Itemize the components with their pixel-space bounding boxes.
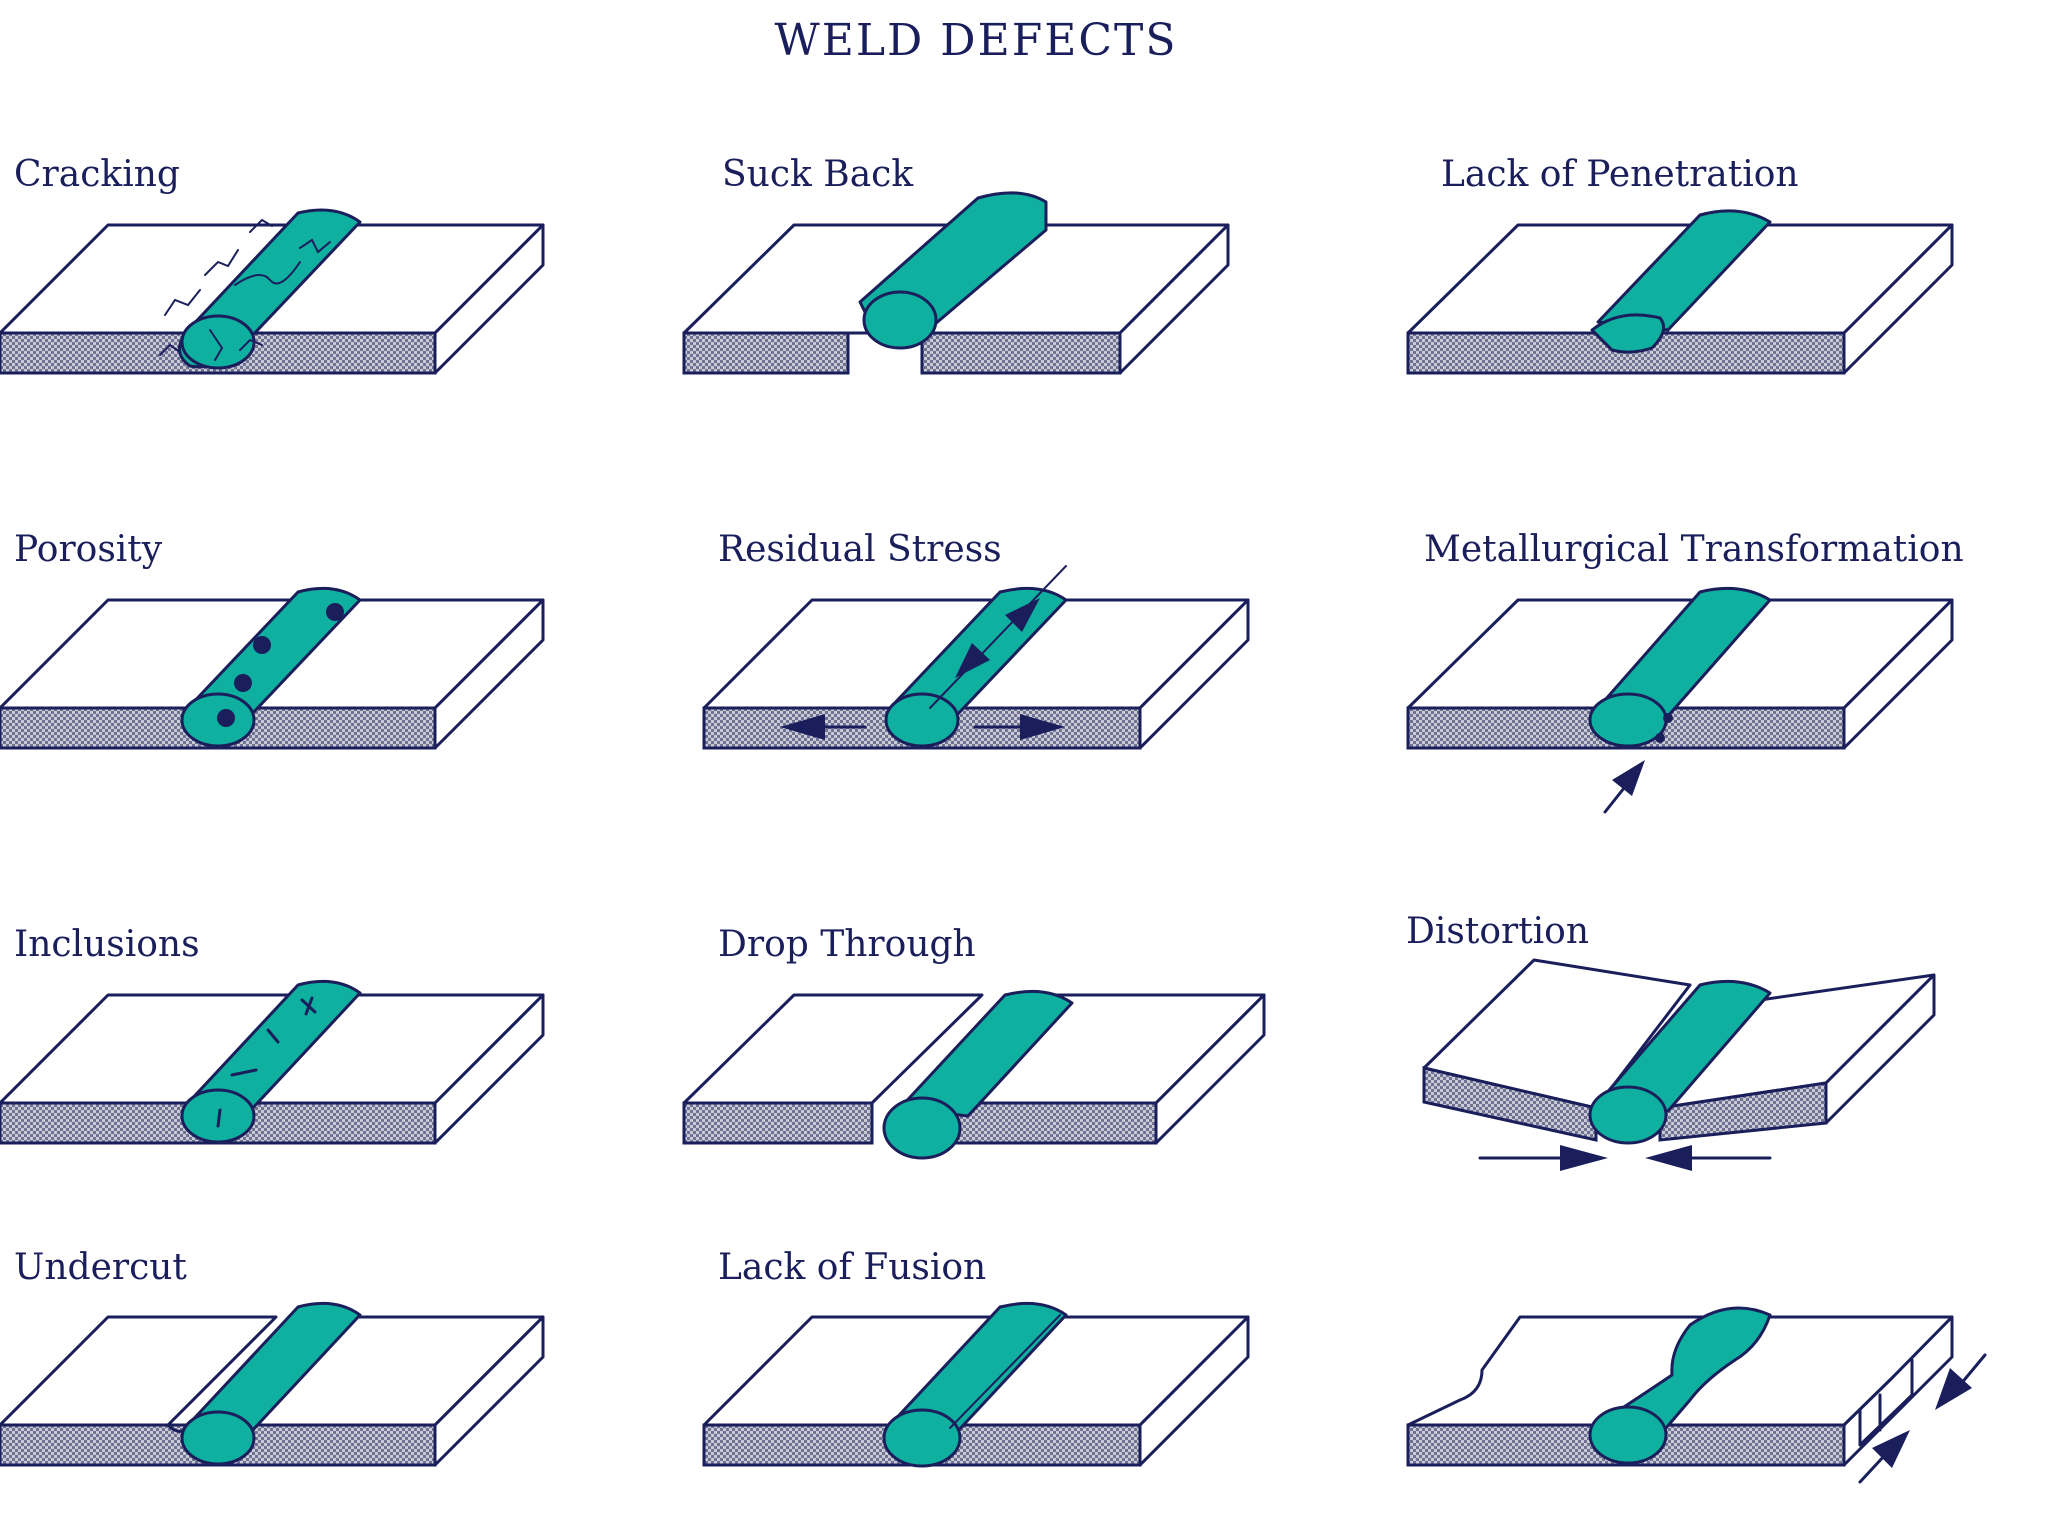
panel-undercut: Undercut — [0, 1247, 545, 1467]
weld-bead-end — [884, 692, 960, 748]
plate-front-left — [682, 1101, 874, 1145]
panel-residual-stress: Residual Stress — [702, 529, 1250, 750]
panel-cracking: Cracking — [0, 154, 545, 375]
weld-bead-end — [882, 1096, 962, 1160]
unfused-boundary — [949, 1314, 1061, 1429]
weld-bead-end — [862, 290, 938, 350]
panel-lack-of-penetration: Lack of Penetration — [1406, 154, 1954, 375]
weld-bead-end — [180, 1410, 256, 1466]
panel-inclusions: Inclusions — [0, 924, 545, 1145]
panel-label: Inclusions — [14, 924, 200, 965]
panel-lack-of-fusion: Lack of Fusion — [702, 1247, 1250, 1468]
pore — [253, 636, 271, 654]
weld-bead-irregular — [1602, 1306, 1772, 1437]
panel-distortion: Distortion — [1406, 911, 1936, 1171]
crack-lines — [159, 218, 331, 361]
pore — [217, 709, 235, 727]
panel-label: Porosity — [14, 529, 163, 570]
panel-label: Suck Back — [722, 154, 914, 195]
panel-metallurgical-transformation: Metallurgical Transformation — [1406, 529, 1964, 814]
pointer-arrow-upper-shaft — [1958, 1353, 1987, 1387]
panel-label: Undercut — [14, 1247, 187, 1288]
panel-porosity: Porosity — [0, 529, 545, 750]
pointer-arrow-lower-shaft — [1858, 1453, 1887, 1484]
plate-front-left — [682, 331, 850, 375]
weld-bead — [898, 989, 1074, 1118]
weld-bead — [1596, 586, 1772, 718]
pore — [326, 603, 344, 621]
stress-arrow-right — [1020, 714, 1065, 740]
weld-bead-end — [1588, 1405, 1668, 1465]
panel-label: Cracking — [14, 154, 180, 195]
inclusion — [216, 1108, 222, 1128]
transformed-grain — [1655, 733, 1665, 743]
stress-arrow-left — [780, 714, 825, 740]
weld-bead-end — [1588, 692, 1668, 748]
weld-bead — [1596, 209, 1772, 332]
diagram-title: WELD DEFECTS — [774, 15, 1177, 66]
plate-front-right — [938, 1101, 1158, 1145]
edge-notch — [1858, 1358, 1914, 1447]
contraction-arrow-left — [1560, 1145, 1608, 1171]
plate-front-left — [1422, 1066, 1598, 1142]
inclusion — [300, 996, 317, 1016]
inclusion — [230, 1068, 258, 1077]
inclusion — [266, 1028, 280, 1044]
panel-label: Residual Stress — [718, 529, 1002, 570]
zone-pointer-head — [1612, 760, 1645, 796]
pointer-arrow-lower — [1872, 1430, 1910, 1468]
weld-bead — [186, 1301, 362, 1435]
panel-label: Drop Through — [718, 924, 976, 965]
pointer-arrow-upper — [1935, 1368, 1972, 1410]
weld-bead-end — [882, 1408, 962, 1468]
weld-bead-end — [1588, 1085, 1668, 1145]
weld-bead-root — [1590, 313, 1666, 354]
panel-unlabeled-defect — [1406, 1306, 1987, 1484]
weld-bead — [186, 586, 362, 718]
panel-drop-through: Drop Through — [682, 924, 1266, 1160]
panel-label: Lack of Penetration — [1441, 154, 1799, 195]
panel-label: Lack of Fusion — [718, 1247, 986, 1288]
stress-arrow-down — [955, 643, 990, 678]
panel-suck-back: Suck Back — [682, 154, 1230, 375]
stress-arrow-up — [1005, 598, 1040, 632]
pore — [234, 674, 252, 692]
panel-label: Distortion — [1406, 911, 1589, 952]
contraction-arrow-right — [1645, 1145, 1692, 1171]
weld-bead — [186, 979, 362, 1113]
stress-axis — [929, 565, 1067, 709]
plate-front-right — [920, 331, 1122, 375]
panel-label: Metallurgical Transformation — [1424, 529, 1964, 570]
transformed-grain — [1663, 713, 1673, 723]
weld-bead — [888, 1301, 1068, 1435]
weld-bead — [1596, 979, 1772, 1113]
